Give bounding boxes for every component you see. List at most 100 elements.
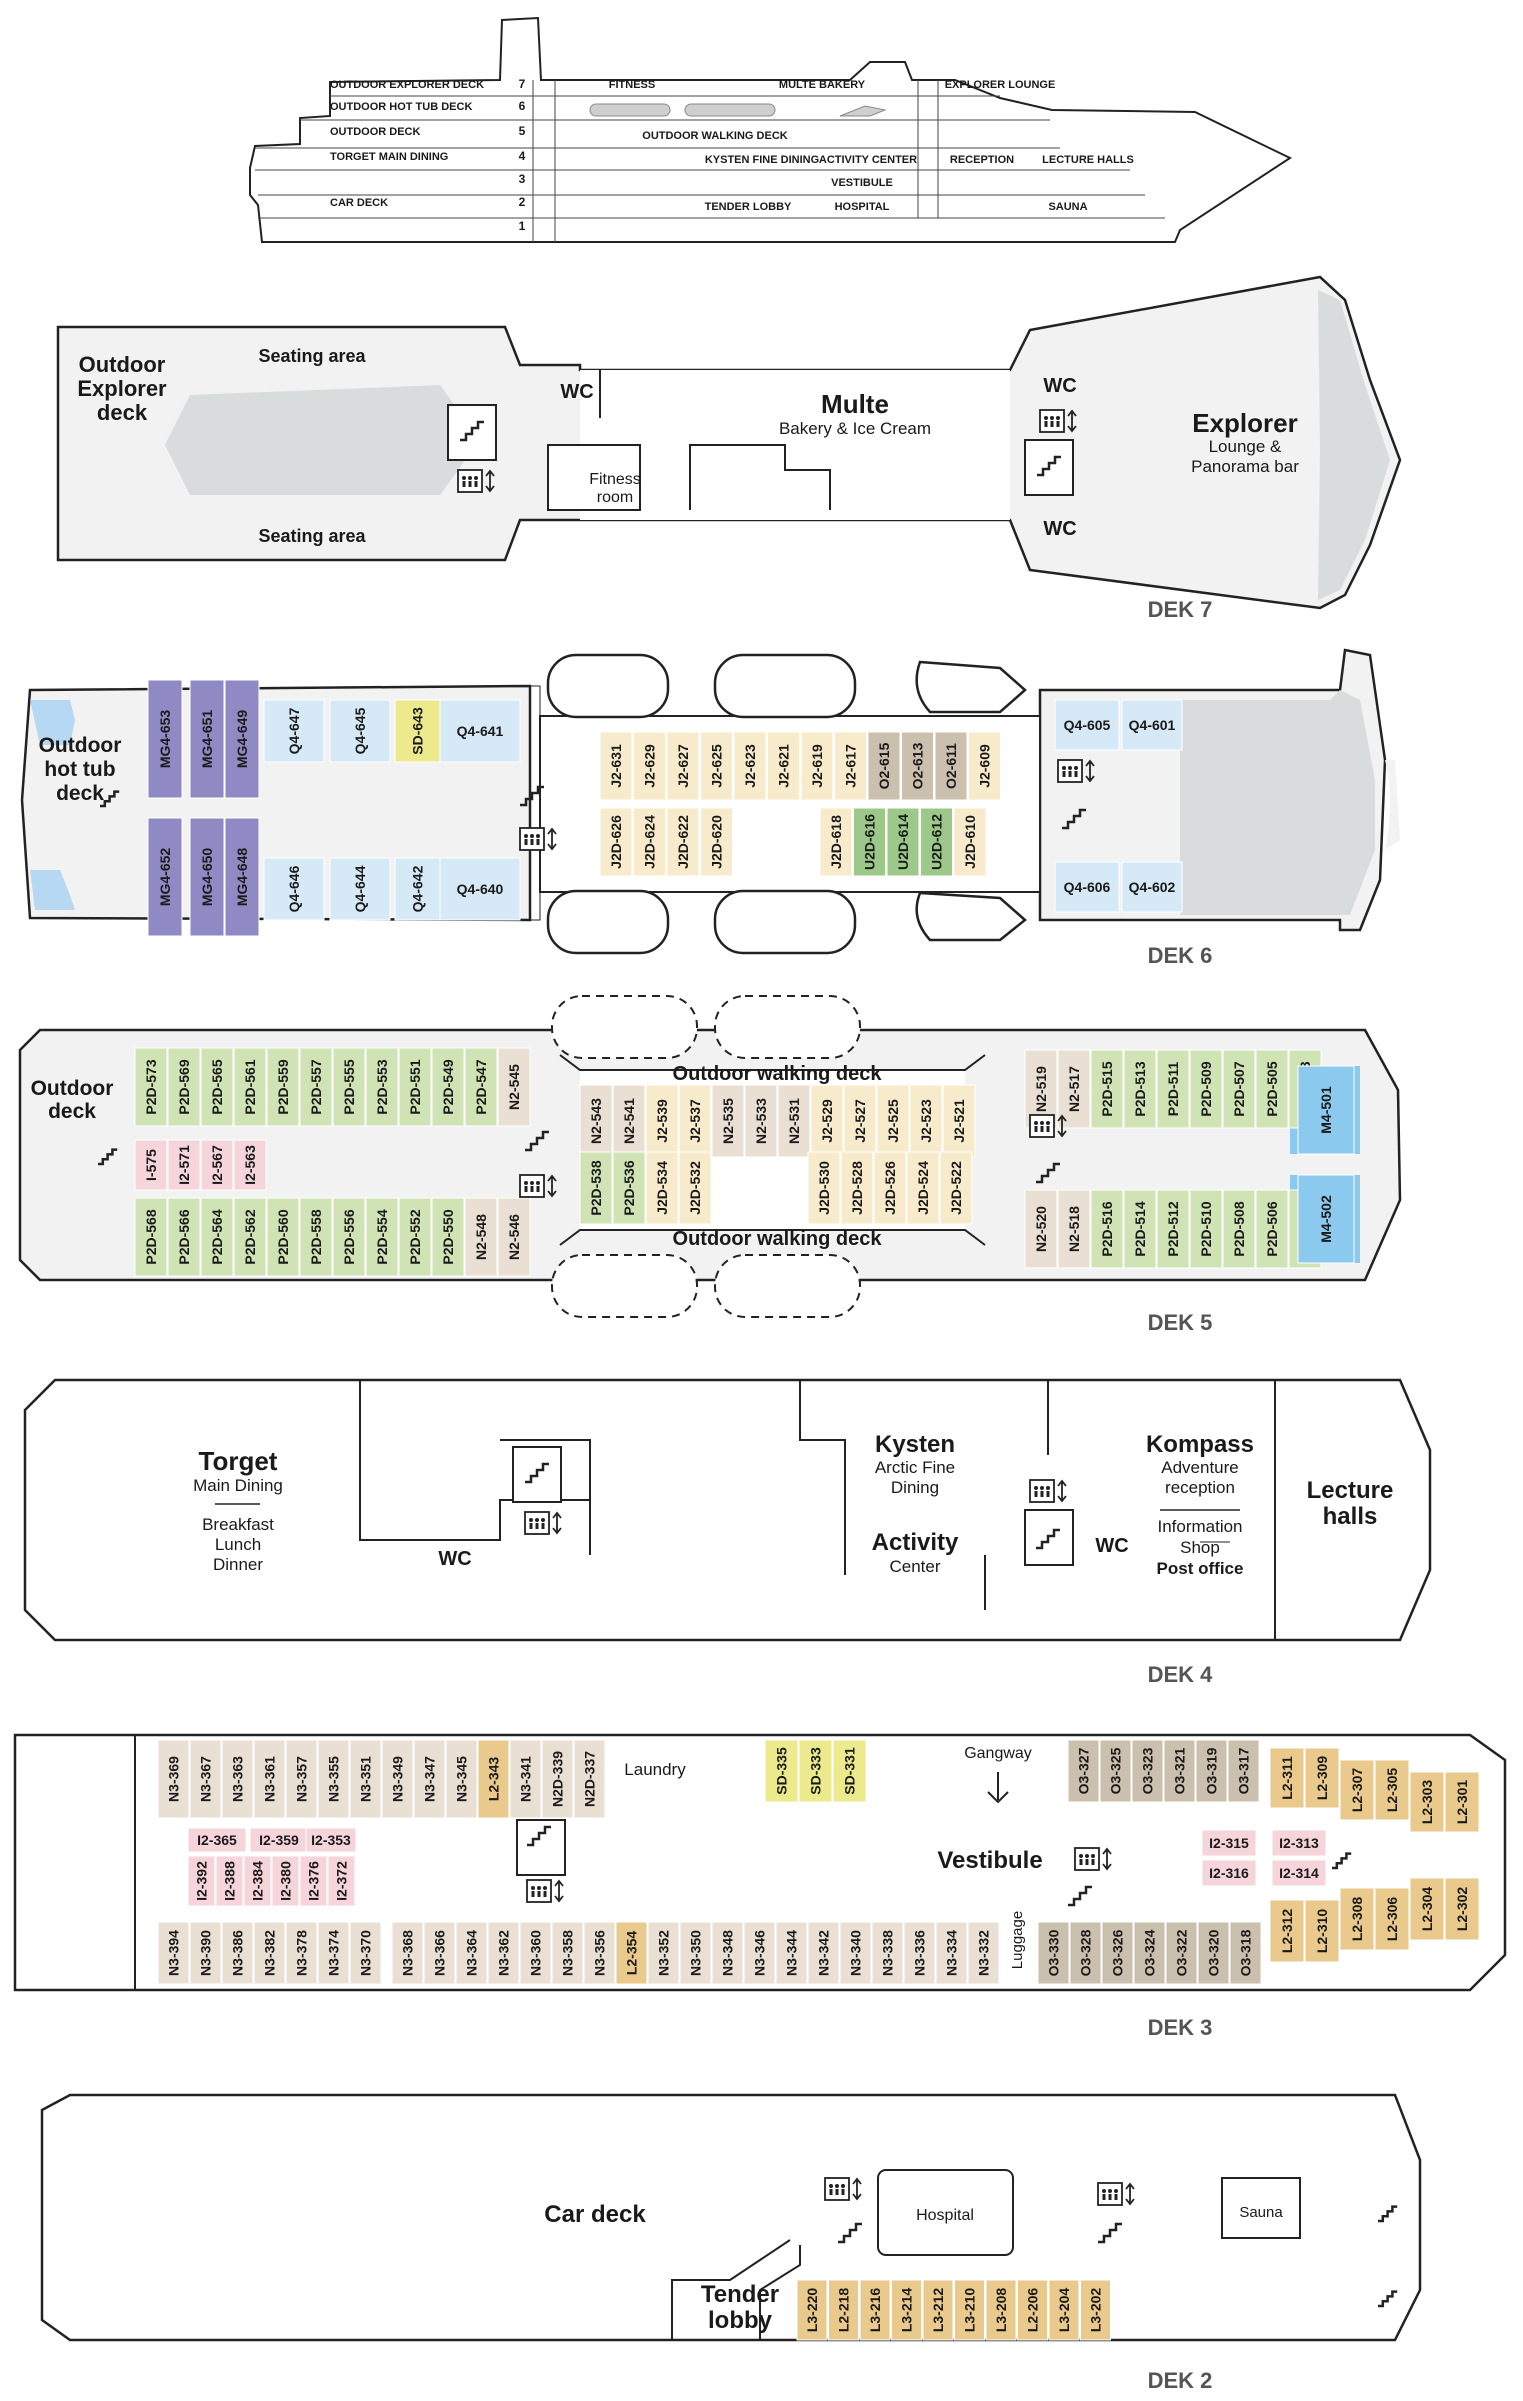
svg-text:N3-348: N3-348 <box>720 1930 736 1976</box>
svg-text:N3-349: N3-349 <box>390 1756 406 1802</box>
cabin-MG4-653: MG4-653 <box>147 679 183 799</box>
stairs-icon <box>520 785 544 807</box>
cabin-L2-302: L2-302 <box>1444 1877 1480 1941</box>
svg-text:N3-340: N3-340 <box>848 1930 864 1976</box>
svg-text:J2-629: J2-629 <box>642 744 658 788</box>
deck2-car: Car deck <box>544 2201 646 2228</box>
profile-fitness: FITNESS <box>609 79 655 91</box>
svg-text:P2D-551: P2D-551 <box>407 1059 423 1114</box>
profile-vestibule: VESTIBULE <box>831 177 893 189</box>
svg-text:L3-208: L3-208 <box>993 2288 1009 2333</box>
elevator-icon <box>824 2177 862 2201</box>
svg-text:P2D-508: P2D-508 <box>1231 1201 1247 1256</box>
cabin-N3-347: N3-347 <box>413 1739 446 1819</box>
cabin-J2-631: J2-631 <box>599 731 633 801</box>
cabin-L3-216: L3-216 <box>859 2279 891 2341</box>
cabin-MG4-652: MG4-652 <box>147 817 183 937</box>
profile-walking: OUTDOOR WALKING DECK <box>642 130 787 142</box>
svg-text:MG4-648: MG4-648 <box>234 848 250 907</box>
cabin-N3-362: N3-362 <box>487 1921 520 1985</box>
svg-text:N3-363: N3-363 <box>230 1756 246 1802</box>
svg-text:N2-541: N2-541 <box>621 1098 637 1144</box>
profile-deck-number: 3 <box>519 172 526 186</box>
cabin-SD-335: SD-335 <box>764 1739 799 1803</box>
deck7-explorer-sub: Panorama bar <box>1191 457 1299 476</box>
svg-text:Q4-644: Q4-644 <box>352 865 368 912</box>
cabin-SD-643: SD-643 <box>394 699 441 763</box>
svg-text:I2-384: I2-384 <box>250 1861 266 1901</box>
svg-text:J2D-524: J2D-524 <box>915 1161 931 1215</box>
svg-text:N3-352: N3-352 <box>656 1930 672 1976</box>
cabin-L3-202: L3-202 <box>1080 2279 1111 2341</box>
cabin-MG4-651: MG4-651 <box>189 679 225 799</box>
svg-text:L2-311: L2-311 <box>1279 1756 1295 1800</box>
cabin-N3-332: N3-332 <box>967 1921 1000 1985</box>
cabin-N3-357: N3-357 <box>285 1739 318 1819</box>
svg-text:N2-520: N2-520 <box>1033 1206 1049 1252</box>
cabin-I2-316: I2-316 <box>1201 1859 1257 1887</box>
svg-text:N3-334: N3-334 <box>944 1930 960 1976</box>
cabin-N2D-337: N2D-337 <box>573 1739 606 1819</box>
cabin-N3-351: N3-351 <box>349 1739 382 1819</box>
cabin-N3-344: N3-344 <box>775 1921 808 1985</box>
cabin-I2-571: I2-571 <box>167 1139 201 1191</box>
svg-text:L3-202: L3-202 <box>1088 2288 1104 2333</box>
svg-text:N3-367: N3-367 <box>198 1756 214 1802</box>
svg-text:J2-619: J2-619 <box>809 744 825 788</box>
cabin-Q4-602: Q4-602 <box>1121 861 1183 913</box>
svg-text:I2-388: I2-388 <box>222 1861 238 1901</box>
gangway-arrow-icon <box>987 1791 1009 1804</box>
svg-text:N3-364: N3-364 <box>464 1930 480 1976</box>
cabin-O3-321: O3-321 <box>1163 1739 1196 1803</box>
elevator-icon <box>1074 1847 1112 1871</box>
svg-text:O3-317: O3-317 <box>1236 1747 1252 1794</box>
cabin-P2D-568: P2D-568 <box>134 1197 168 1277</box>
cabin-O3-317: O3-317 <box>1227 1739 1260 1803</box>
cabin-J2-619: J2-619 <box>800 731 834 801</box>
svg-text:N3-342: N3-342 <box>816 1930 832 1976</box>
cabin-P2D-513: P2D-513 <box>1123 1049 1157 1129</box>
svg-text:MG4-649: MG4-649 <box>234 710 250 769</box>
svg-text:J2D-622: J2D-622 <box>675 815 691 869</box>
profile-reception: RECEPTION <box>950 154 1014 166</box>
cabin-N3-336: N3-336 <box>903 1921 936 1985</box>
cabin-N3-338: N3-338 <box>871 1921 904 1985</box>
cabin-J2D-618: J2D-618 <box>819 807 853 877</box>
deck7-explorer: Explorer <box>1192 408 1298 438</box>
svg-text:P2D-560: P2D-560 <box>275 1209 291 1264</box>
cabin-N3-394: N3-394 <box>157 1921 190 1985</box>
cabin-I2-380: I2-380 <box>271 1855 300 1907</box>
cabin-P2D-510: P2D-510 <box>1189 1189 1223 1269</box>
cabin-L2-305: L2-305 <box>1374 1759 1410 1821</box>
svg-text:SD-335: SD-335 <box>774 1747 790 1795</box>
cabin-O3-327: O3-327 <box>1067 1739 1100 1803</box>
svg-text:J2-609: J2-609 <box>977 744 993 788</box>
deck4-title: DEK 4 <box>1148 1662 1214 1687</box>
cabin-L2-354: L2-354 <box>615 1921 648 1985</box>
cabin-P2D-515: P2D-515 <box>1090 1049 1124 1129</box>
cabin-J2-627: J2-627 <box>666 731 700 801</box>
deck7-wc: WC <box>1043 375 1076 397</box>
cabin-N2-546: N2-546 <box>497 1197 531 1277</box>
cabin-P2D-569: P2D-569 <box>167 1047 201 1127</box>
elevator-icon <box>519 1174 557 1198</box>
deck-4 <box>23 1378 1432 1642</box>
deck6-hot-tub: hot tub <box>44 758 115 781</box>
cabin-L3-208: L3-208 <box>985 2279 1017 2341</box>
svg-text:N3-362: N3-362 <box>496 1930 512 1976</box>
cabin-N3-346: N3-346 <box>743 1921 776 1985</box>
deck7-fitness: room <box>597 489 633 506</box>
svg-text:J2D-620: J2D-620 <box>709 815 725 869</box>
deck4-activity-sub: Center <box>889 1557 940 1576</box>
cabin-P2D-507: P2D-507 <box>1222 1049 1256 1129</box>
svg-text:P2D-514: P2D-514 <box>1132 1201 1148 1256</box>
svg-text:N3-356: N3-356 <box>592 1930 608 1976</box>
profile-tender: TENDER LOBBY <box>705 201 792 213</box>
deck4-kysten-sub: Arctic Fine <box>875 1458 955 1477</box>
stairs-icon <box>1037 455 1061 477</box>
svg-text:P2D-554: P2D-554 <box>374 1209 390 1264</box>
cabin-N3-361: N3-361 <box>253 1739 286 1819</box>
svg-text:P2D-553: P2D-553 <box>374 1059 390 1114</box>
svg-text:N3-357: N3-357 <box>294 1756 310 1802</box>
